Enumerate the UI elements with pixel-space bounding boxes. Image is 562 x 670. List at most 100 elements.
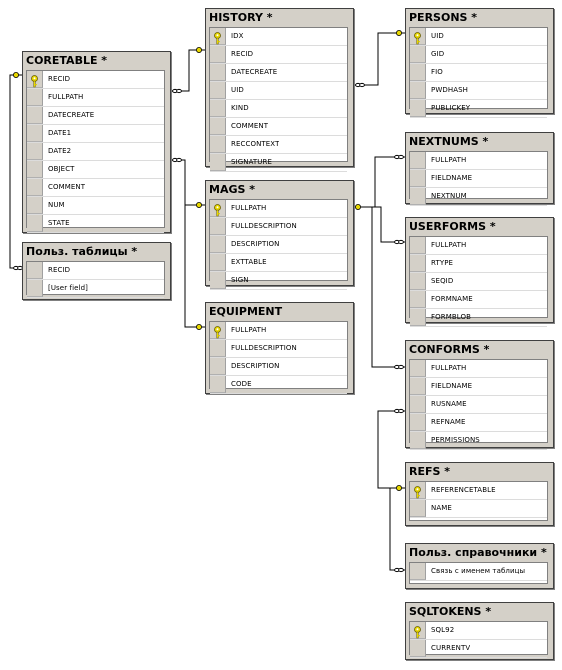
row-selector[interactable]: [27, 143, 43, 160]
table-user-refs[interactable]: Польз. справочники * Связь с именем табли…: [405, 543, 554, 589]
column-row[interactable]: RECID: [27, 262, 164, 280]
column-row[interactable]: REFNAME: [410, 414, 547, 432]
row-selector[interactable]: [210, 46, 226, 63]
column-row[interactable]: NEXTNUM: [410, 188, 547, 206]
column-row[interactable]: EXTTABLE: [210, 254, 347, 272]
row-selector[interactable]: [410, 396, 426, 413]
column-row[interactable]: Связь с именем таблицы: [410, 563, 547, 581]
column-row[interactable]: RECID: [27, 71, 164, 89]
row-selector[interactable]: [410, 82, 426, 99]
table-user-tables[interactable]: Польз. таблицы *RECID[User field]: [22, 242, 171, 300]
row-selector[interactable]: [210, 64, 226, 81]
column-row[interactable]: RECCONTEXT: [210, 136, 347, 154]
row-selector[interactable]: [410, 378, 426, 395]
column-row[interactable]: NUM: [27, 197, 164, 215]
column-row[interactable]: DATECREATE: [27, 107, 164, 125]
row-selector[interactable]: [410, 360, 426, 377]
table-title[interactable]: CONFORMS *: [409, 343, 490, 356]
column-row[interactable]: STATE: [27, 215, 164, 233]
row-selector[interactable]: [210, 272, 226, 289]
column-row[interactable]: FIO: [410, 64, 547, 82]
column-row[interactable]: UID: [210, 82, 347, 100]
row-selector[interactable]: [410, 482, 426, 499]
row-selector[interactable]: [210, 340, 226, 357]
table-title[interactable]: REFS *: [409, 465, 451, 478]
row-selector[interactable]: [27, 161, 43, 178]
row-selector[interactable]: [410, 255, 426, 272]
row-selector[interactable]: [27, 71, 43, 88]
column-row[interactable]: FULLDESCRIPTION: [210, 218, 347, 236]
row-selector[interactable]: [410, 291, 426, 308]
column-row[interactable]: SEQID: [410, 273, 547, 291]
row-selector[interactable]: [410, 432, 426, 449]
column-row[interactable]: FIELDNAME: [410, 378, 547, 396]
row-selector[interactable]: [210, 118, 226, 135]
table-title[interactable]: SQLTOKENS *: [409, 605, 492, 618]
row-selector[interactable]: [410, 309, 426, 326]
row-selector[interactable]: [27, 89, 43, 106]
column-row[interactable]: PERMISSIONS: [410, 432, 547, 450]
row-selector[interactable]: [210, 376, 226, 393]
column-row[interactable]: RTYPE: [410, 255, 547, 273]
row-selector[interactable]: [410, 28, 426, 45]
column-row[interactable]: COMMENT: [27, 179, 164, 197]
column-row[interactable]: REFERENCETABLE: [410, 482, 547, 500]
column-row[interactable]: FULLPATH: [410, 237, 547, 255]
row-selector[interactable]: [410, 64, 426, 81]
column-row[interactable]: KIND: [210, 100, 347, 118]
column-row[interactable]: SQL92: [410, 622, 547, 640]
row-selector[interactable]: [410, 188, 426, 205]
table-title[interactable]: HISTORY *: [209, 11, 273, 24]
row-selector[interactable]: [210, 136, 226, 153]
column-row[interactable]: SIGNATURE: [210, 154, 347, 172]
table-title[interactable]: Польз. таблицы *: [26, 245, 138, 258]
column-row[interactable]: CURRENTV: [410, 640, 547, 658]
column-row[interactable]: DATE1: [27, 125, 164, 143]
table-title[interactable]: USERFORMS *: [409, 220, 496, 233]
row-selector[interactable]: [210, 218, 226, 235]
row-selector[interactable]: [27, 215, 43, 232]
row-selector[interactable]: [410, 152, 426, 169]
table-title[interactable]: CORETABLE *: [26, 54, 108, 67]
column-row[interactable]: FULLPATH: [210, 322, 347, 340]
row-selector[interactable]: [27, 125, 43, 142]
column-row[interactable]: OBJECT: [27, 161, 164, 179]
row-selector[interactable]: [410, 414, 426, 431]
row-selector[interactable]: [210, 236, 226, 253]
column-row[interactable]: COMMENT: [210, 118, 347, 136]
row-selector[interactable]: [210, 82, 226, 99]
row-selector[interactable]: [210, 254, 226, 271]
row-selector[interactable]: [210, 100, 226, 117]
row-selector[interactable]: [410, 640, 426, 657]
column-row[interactable]: DATE2: [27, 143, 164, 161]
table-title[interactable]: Польз. справочники *: [409, 546, 547, 559]
row-selector[interactable]: [27, 262, 43, 279]
column-row[interactable]: GID: [410, 46, 547, 64]
row-selector[interactable]: [210, 358, 226, 375]
table-title[interactable]: EQUIPMENT: [209, 305, 283, 318]
column-row[interactable]: FORMNAME: [410, 291, 547, 309]
table-title[interactable]: PERSONS *: [409, 11, 478, 24]
column-row[interactable]: NAME: [410, 500, 547, 518]
row-selector[interactable]: [410, 100, 426, 117]
row-selector[interactable]: [410, 500, 426, 517]
row-selector[interactable]: [410, 622, 426, 639]
column-row[interactable]: DESCRIPTION: [210, 358, 347, 376]
row-selector[interactable]: [27, 197, 43, 214]
column-row[interactable]: FULLPATH: [410, 152, 547, 170]
column-row[interactable]: PUBLICKEY: [410, 100, 547, 118]
row-selector[interactable]: [410, 563, 426, 580]
column-row[interactable]: FULLDESCRIPTION: [210, 340, 347, 358]
column-row[interactable]: IDX: [210, 28, 347, 46]
column-row[interactable]: CODE: [210, 376, 347, 394]
column-row[interactable]: FULLPATH: [210, 200, 347, 218]
row-selector[interactable]: [410, 46, 426, 63]
